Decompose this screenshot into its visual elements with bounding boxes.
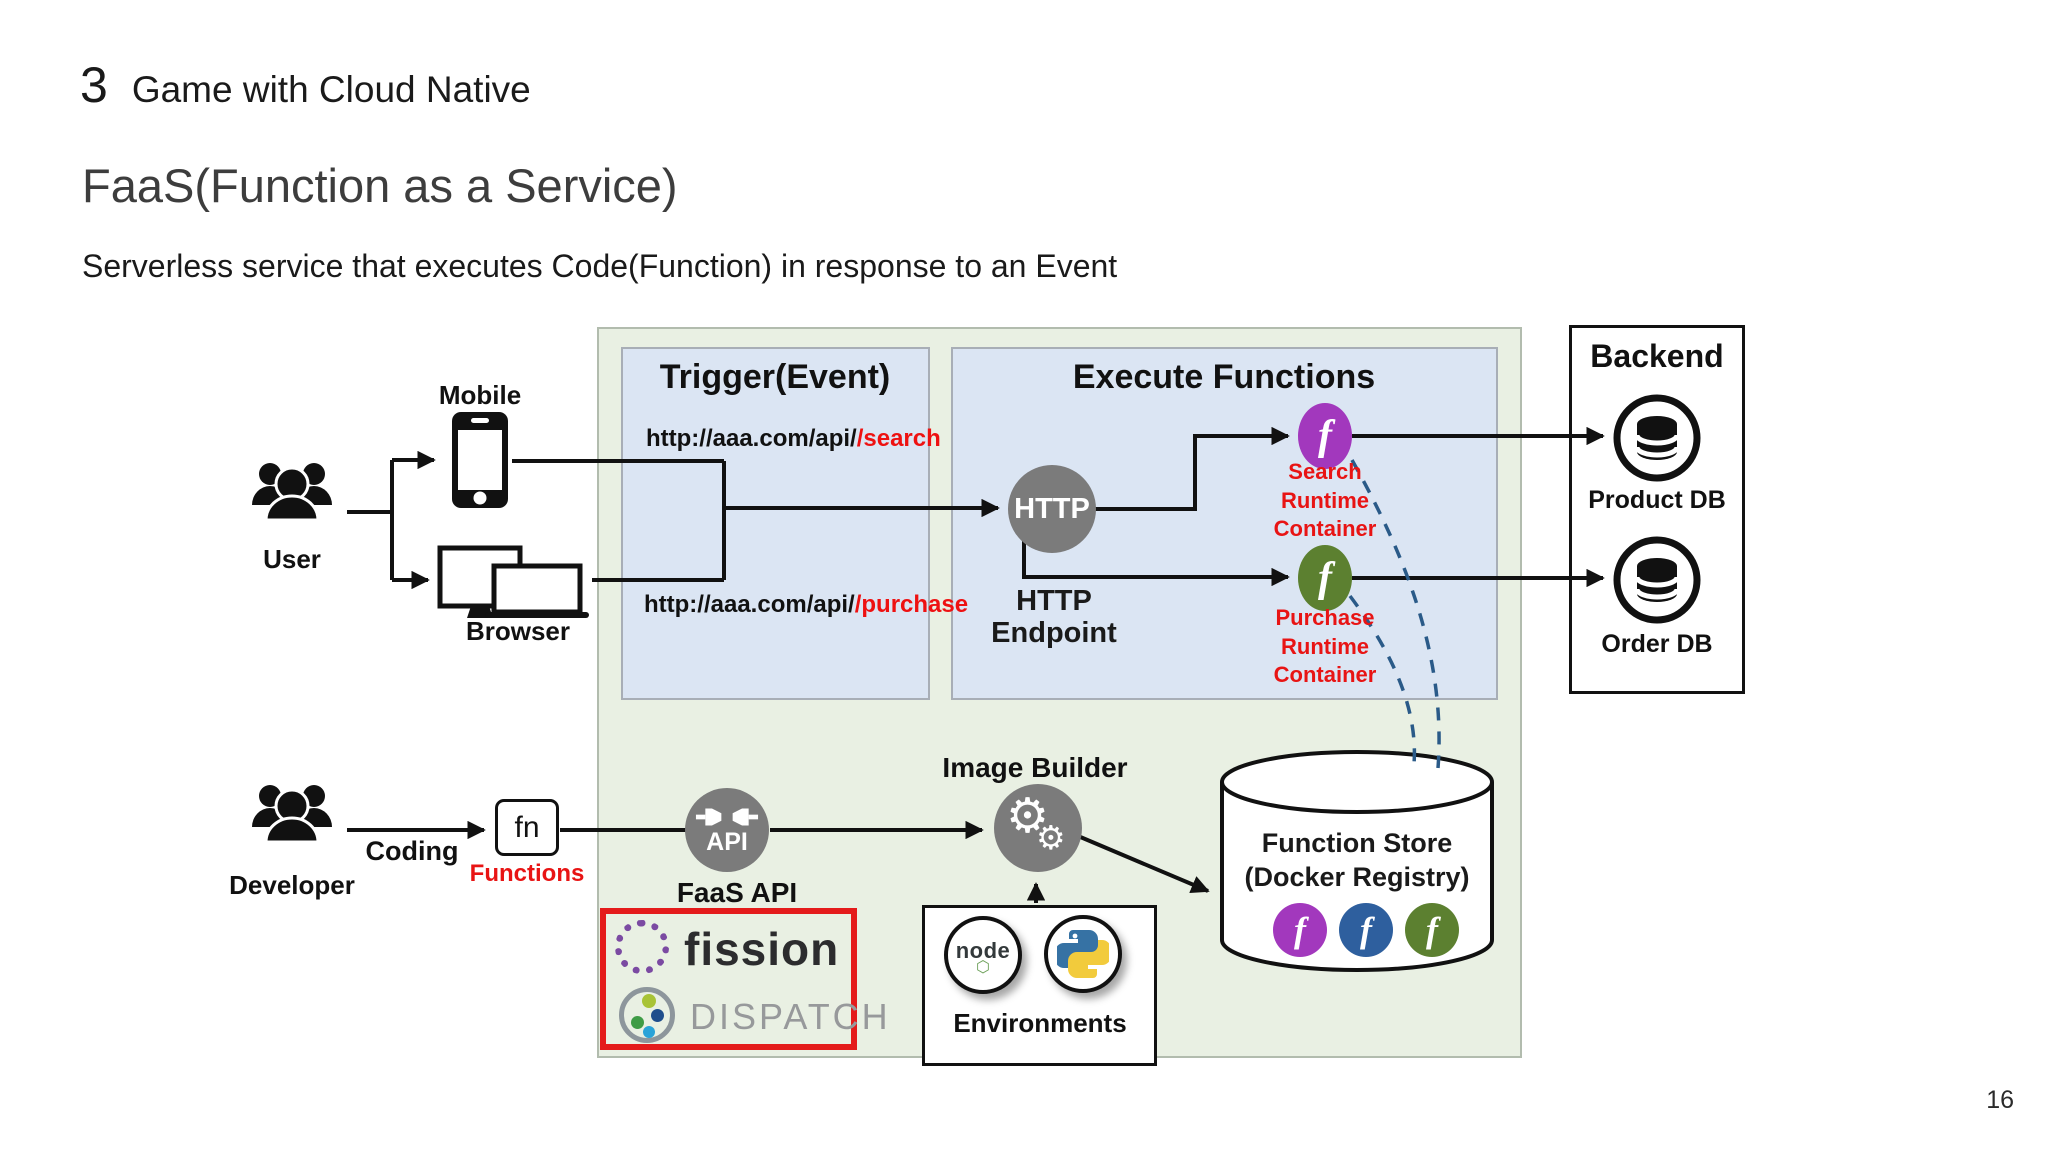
functions-label: Functions (469, 860, 585, 887)
http-endpoint-label: HTTP Endpoint (991, 585, 1117, 649)
search-function-icon: f (1298, 403, 1352, 469)
purchase-url-path: /purchase (854, 591, 969, 618)
python-logo-icon (1044, 915, 1122, 993)
faas-api-node: API (685, 788, 769, 872)
page-number: 16 (1986, 1086, 2014, 1114)
execute-title: Execute Functions (1072, 358, 1376, 396)
purchase-function-icon: f (1298, 545, 1352, 611)
image-builder-node: ⚙ ⚙ (994, 784, 1082, 872)
page-subtitle: Serverless service that executes Code(Fu… (82, 248, 1118, 284)
developer-label: Developer (229, 870, 355, 900)
search-url-base: http://aaa.com/api/ (646, 425, 857, 452)
page-title: FaaS(Function as a Service) (82, 159, 678, 212)
mobile-label: Mobile (438, 380, 522, 410)
section-number: 3 (80, 57, 108, 113)
order-db-label: Order DB (1601, 630, 1713, 658)
faas-api-label: FaaS API (676, 877, 798, 908)
backend-title: Backend (1590, 338, 1724, 374)
purchase-container-label: Purchase Runtime Container (1273, 605, 1377, 687)
api-node-label: API (706, 827, 748, 856)
store-function-blue-icon: f (1339, 903, 1393, 957)
search-url-path: /search (856, 425, 941, 452)
section-title: Game with Cloud Native (131, 69, 531, 110)
purchase-url: http://aaa.com/api//purchase (644, 591, 968, 619)
http-node-label: HTTP (1014, 492, 1090, 525)
browser-devices-icon (437, 545, 589, 618)
vendor-logos-panel (600, 908, 857, 1050)
trigger-title: Trigger(Event) (659, 358, 891, 396)
image-builder-label: Image Builder (942, 752, 1128, 783)
fn-functions-icon: fn (495, 799, 559, 856)
gear-icon-small: ⚙ (1036, 818, 1066, 857)
environments-label: Environments (953, 1008, 1127, 1038)
node-hexagon-icon: ⬡ (976, 959, 990, 976)
function-store-label: Function Store (Docker Registry) (1244, 828, 1470, 892)
http-node: HTTP (1008, 465, 1096, 553)
backend-panel (1569, 325, 1745, 694)
nodejs-logo-icon: node ⬡ (944, 916, 1022, 994)
user-group-icon (250, 461, 334, 522)
dispatch-logo-icon (619, 987, 675, 1043)
mobile-phone-icon (452, 412, 508, 508)
product-db-label: Product DB (1588, 486, 1726, 514)
fission-logo-text: fission (684, 923, 840, 975)
search-container-label: Search Runtime Container (1273, 459, 1377, 541)
search-url: http://aaa.com/api//search (646, 425, 941, 453)
api-plug-icon (695, 808, 759, 825)
section-header: 3 Game with Cloud Native (80, 56, 531, 114)
coding-label: Coding (365, 836, 459, 866)
browser-label: Browser (465, 616, 571, 646)
purchase-url-base: http://aaa.com/api/ (644, 591, 855, 618)
fission-logo-icon (615, 920, 669, 974)
store-function-purple-icon: f (1273, 903, 1327, 957)
dispatch-logo-text: DISPATCH (690, 996, 891, 1037)
developer-group-icon (250, 783, 334, 844)
store-function-green-icon: f (1405, 903, 1459, 957)
user-label: User (263, 544, 321, 574)
gear-icon: ⚙ (1006, 788, 1050, 844)
trigger-panel (621, 347, 930, 700)
